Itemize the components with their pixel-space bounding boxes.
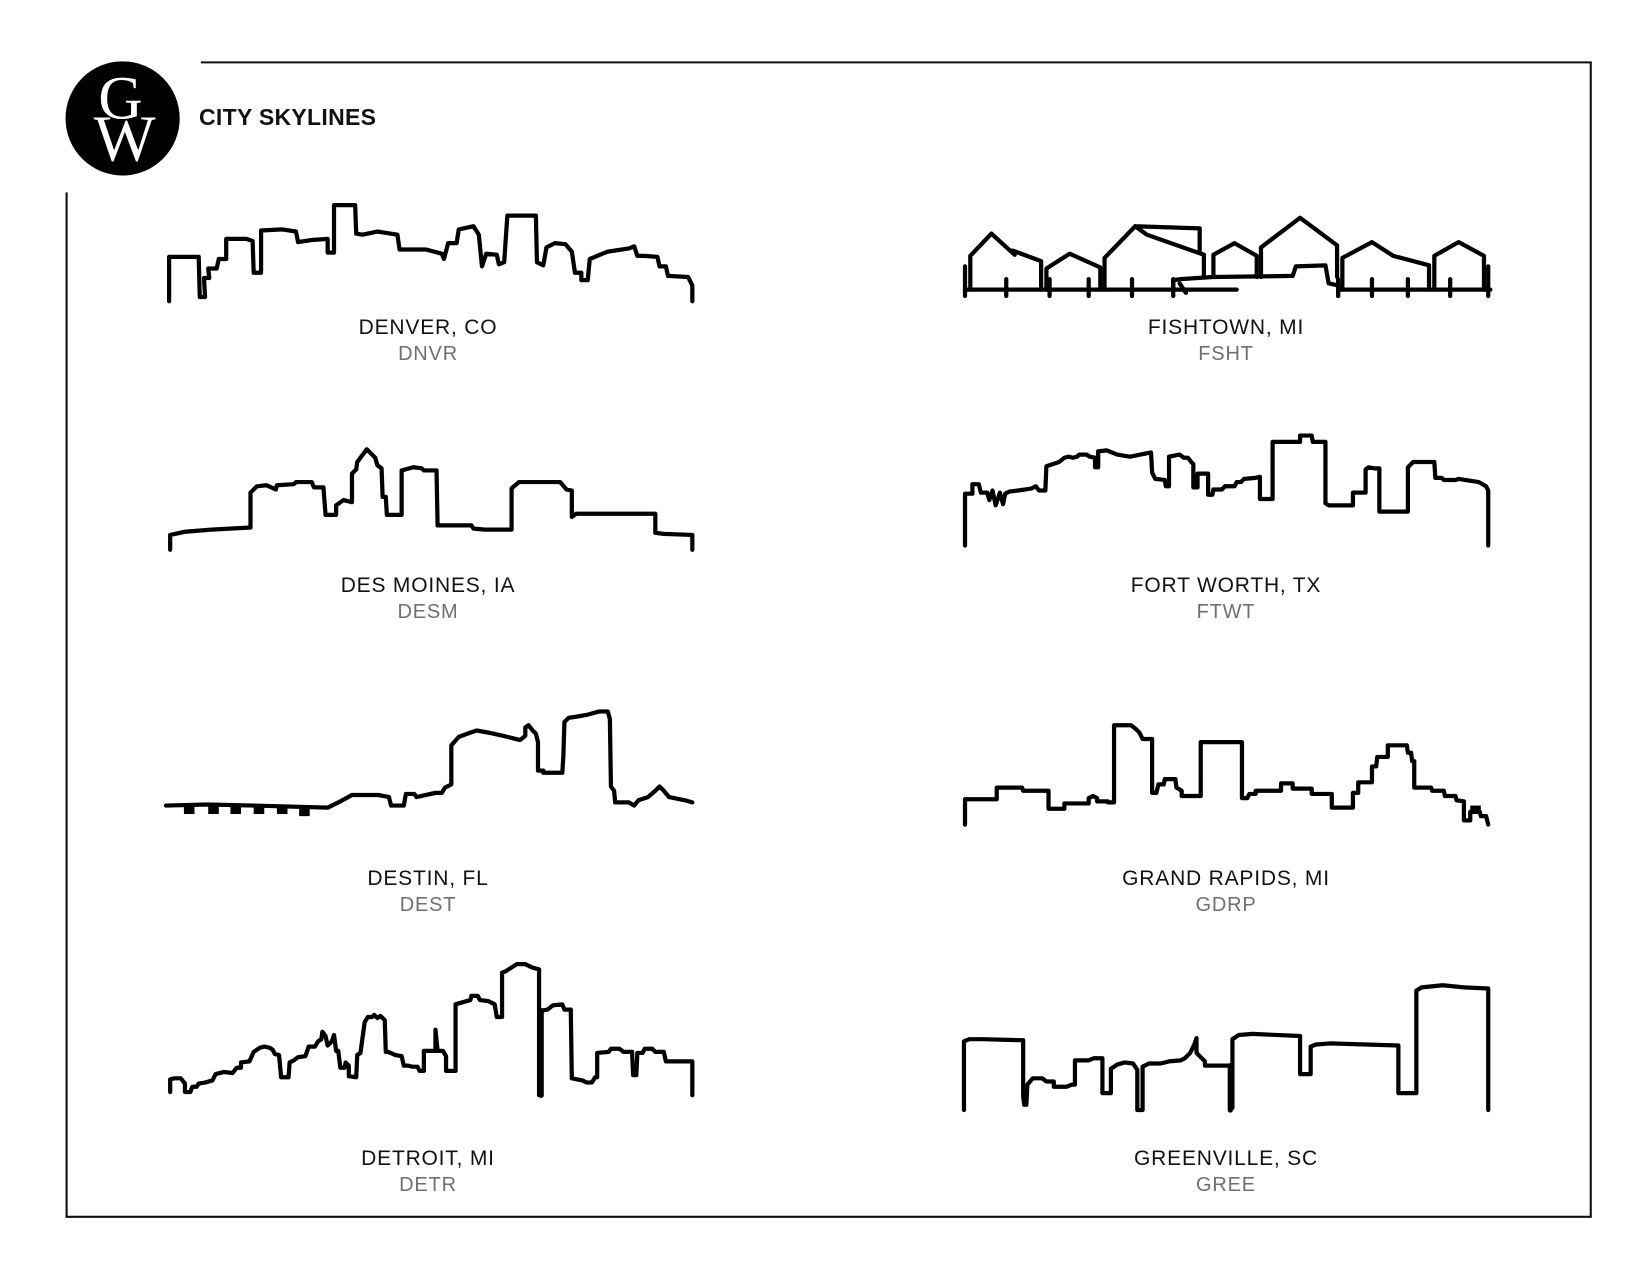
city-name: GRAND RAPIDS, MI xyxy=(1122,867,1330,890)
city-name: DENVER, CO xyxy=(358,316,498,339)
city-code: DNVR xyxy=(398,343,458,365)
city-code: FSHT xyxy=(1198,343,1254,365)
skyline-grandrapids-icon xyxy=(962,723,1491,827)
svg-text:G: G xyxy=(98,64,142,132)
city-code: DESM xyxy=(397,601,459,623)
city-code: DEST xyxy=(399,894,457,916)
skyline-card-grandrapids: GRAND RAPIDS, MI GDRP xyxy=(966,867,1486,917)
skyline-destin-icon xyxy=(163,709,695,817)
skyline-detroit-icon xyxy=(168,962,695,1098)
city-name: DESTIN, FL xyxy=(367,867,489,890)
skyline-greenville-icon xyxy=(961,983,1491,1113)
svg-text:W: W xyxy=(94,104,156,176)
page-frame xyxy=(65,61,1592,1218)
skyline-desmoines-icon xyxy=(168,447,695,552)
gw-monogram-logo: G W xyxy=(65,61,180,176)
city-name: GREENVILLE, SC xyxy=(1134,1147,1318,1170)
skyline-card-greenville: GREENVILLE, SC GREE xyxy=(966,1147,1486,1197)
city-code: GDRP xyxy=(1195,894,1257,916)
skyline-fishtown-icon xyxy=(962,215,1493,299)
skyline-card-fortworth: FORT WORTH, TX FTWT xyxy=(966,574,1486,624)
city-code: DETR xyxy=(399,1174,457,1196)
city-code: FTWT xyxy=(1196,601,1256,623)
skyline-card-fishtown: FISHTOWN, MI FSHT xyxy=(966,316,1486,366)
skyline-card-detroit: DETROIT, MI DETR xyxy=(168,1147,688,1197)
city-name: DETROIT, MI xyxy=(361,1147,495,1170)
city-name: DES MOINES, IA xyxy=(340,574,516,597)
city-name: FISHTOWN, MI xyxy=(1147,316,1305,339)
skyline-card-destin: DESTIN, FL DEST xyxy=(168,867,688,917)
city-name: FORT WORTH, TX xyxy=(1130,574,1322,597)
skyline-card-desmoines: DES MOINES, IA DESM xyxy=(168,574,688,624)
page-title: CITY SKYLINES xyxy=(199,104,377,130)
skyline-denver-icon xyxy=(167,202,695,304)
city-code: GREE xyxy=(1196,1174,1256,1196)
skyline-card-denver: DENVER, CO DNVR xyxy=(168,316,688,366)
skyline-fortworth-icon xyxy=(962,433,1491,548)
